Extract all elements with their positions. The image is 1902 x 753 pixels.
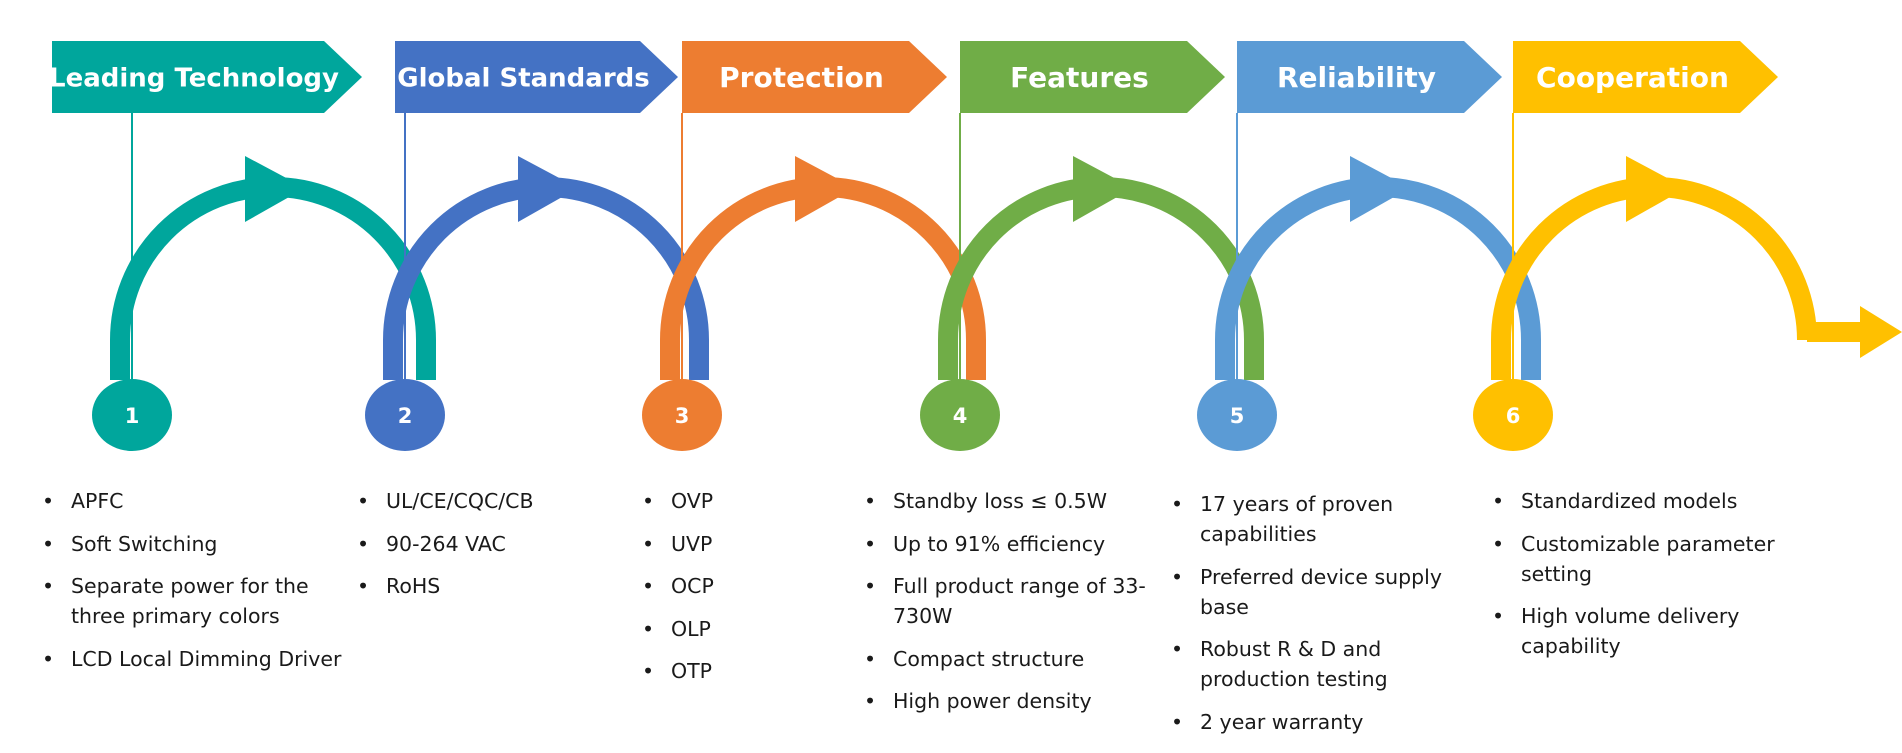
stage-2-number: 2	[398, 404, 413, 428]
stage-4-arrowhead-icon	[1073, 156, 1133, 222]
list-item: RoHS	[357, 571, 607, 601]
exit-arrowhead-icon	[1860, 306, 1902, 358]
list-item: Compact structure	[864, 644, 1164, 674]
stage-2-bullet-list: UL/CE/CQC/CB 90-264 VAC RoHS	[357, 486, 607, 614]
stage-6-number-badge: 6	[1473, 379, 1553, 451]
list-item: Robust R & D and production testing	[1171, 634, 1471, 694]
stage-5-banner: Reliability	[1237, 41, 1502, 113]
stage-3-arrowhead-icon	[795, 156, 855, 222]
stage-6-title: Cooperation	[1536, 61, 1729, 94]
stage-2-title: Global Standards	[397, 63, 650, 93]
stage-2-loop-arrow	[383, 156, 709, 380]
list-item: OCP	[642, 571, 842, 601]
list-item: 17 years of proven capabilities	[1171, 489, 1471, 549]
stage-6-bullet-list: Standardized modelsCustomizable paramete…	[1492, 486, 1792, 674]
list-item: APFC	[42, 486, 342, 516]
list-item: LCD Local Dimming Driver	[42, 644, 342, 674]
list-item: 90-264 VAC	[357, 529, 607, 559]
stage-3-number-badge: 3	[642, 379, 722, 451]
stage-5-bullet-list: 17 years of proven capabilitiesPreferred…	[1171, 489, 1471, 749]
stage-1-number: 1	[125, 404, 140, 428]
stage-5-arrowhead-icon	[1350, 156, 1410, 222]
stage-6-loop-arrow	[1491, 156, 1902, 380]
list-item: Up to 91% efficiency	[864, 529, 1164, 559]
stage-4-number-badge: 4	[920, 379, 1000, 451]
stage-2-arrowhead-icon	[518, 156, 578, 222]
stage-6-banner: Cooperation	[1513, 41, 1778, 113]
stage-1-banner: Leading Technology	[49, 41, 362, 113]
list-item: OTP	[642, 656, 842, 686]
stage-4-bullet-list: Standby loss ≤ 0.5W Up to 91% efficiencyF…	[864, 486, 1164, 729]
stage-6-arrowhead-icon	[1626, 156, 1686, 222]
stage-5-loop-arrow	[1215, 156, 1541, 380]
stage-3-title: Protection	[719, 61, 884, 94]
list-item: High power density	[864, 686, 1164, 716]
list-item: OVP	[642, 486, 842, 516]
stage-1-arrowhead-icon	[245, 156, 305, 222]
list-item: UVP	[642, 529, 842, 559]
list-item: High volume delivery capability	[1492, 601, 1792, 661]
stage-4-number: 4	[953, 404, 968, 428]
stage-4-banner: Features	[960, 41, 1225, 113]
list-item: Standardized models	[1492, 486, 1792, 516]
list-item: Customizable parameter setting	[1492, 529, 1792, 589]
list-item: Full product range of 33-730W	[864, 571, 1164, 631]
stage-1-bullet-list: APFC Soft SwitchingSeparate power for the…	[42, 486, 342, 686]
list-item: OLP	[642, 614, 842, 644]
list-item: Soft Switching	[42, 529, 342, 559]
stage-3-banner: Protection	[682, 41, 947, 113]
stage-5-number: 5	[1230, 404, 1245, 428]
stage-6-number: 6	[1506, 404, 1521, 428]
stage-4-loop-arrow	[938, 156, 1264, 380]
list-item: UL/CE/CQC/CB	[357, 486, 607, 516]
stage-5-title: Reliability	[1277, 61, 1436, 94]
stage-2-number-badge: 2	[365, 379, 445, 451]
list-item: Separate power for the three primary col…	[42, 571, 342, 631]
stage-4-title: Features	[1010, 61, 1149, 94]
stage-1-title: Leading Technology	[49, 63, 339, 93]
list-item: 2 year warranty	[1171, 707, 1471, 737]
stage-3-number: 3	[675, 404, 690, 428]
stage-5-number-badge: 5	[1197, 379, 1277, 451]
list-item: Standby loss ≤ 0.5W	[864, 486, 1164, 516]
list-item: Preferred device supply base	[1171, 562, 1471, 622]
stage-3-bullet-list: OVP UVP OCP OLP OTP	[642, 486, 842, 699]
stage-1-loop-arrow	[110, 156, 436, 380]
stage-2-banner: Global Standards	[395, 41, 678, 113]
stage-3-loop-arrow	[660, 156, 986, 380]
stage-1-number-badge: 1	[92, 379, 172, 451]
